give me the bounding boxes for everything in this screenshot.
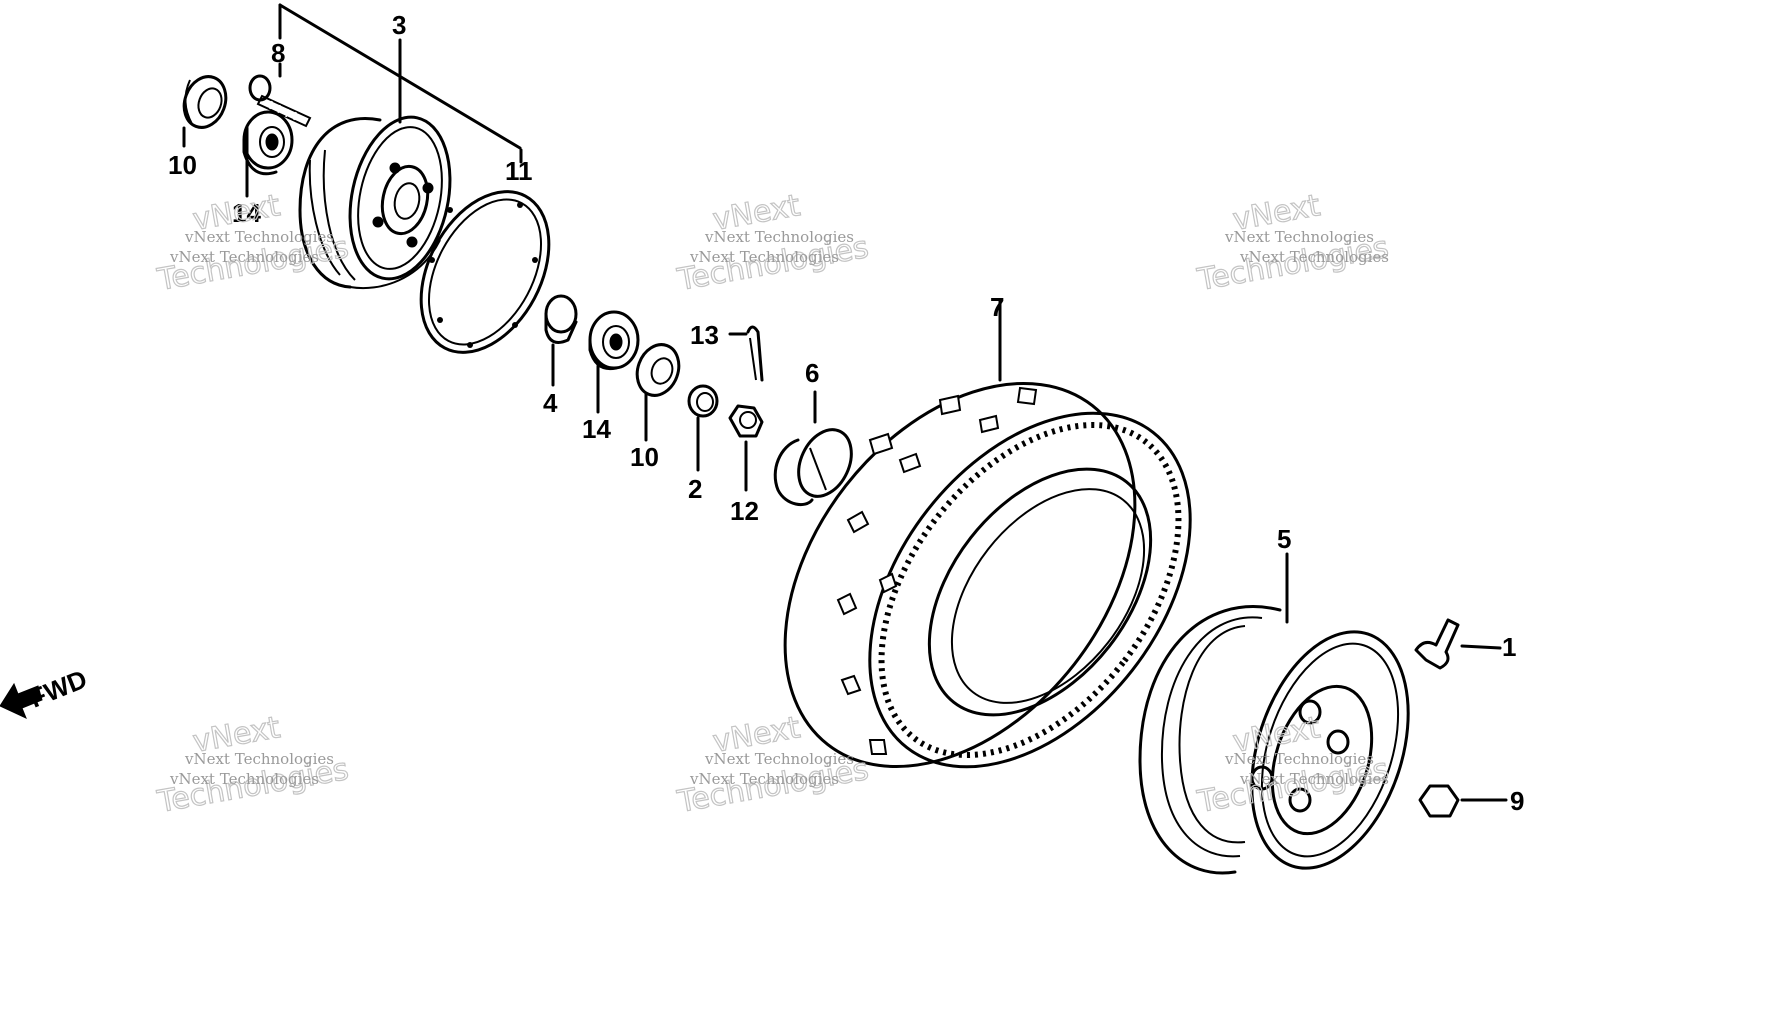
callout-12: 12 [730,496,759,526]
watermarks: vNext Technologies vNext Technologies vN… [154,188,1392,821]
callout-4: 4 [543,388,558,418]
part-10-oil-seal-upper [182,75,228,129]
bracket-lines-top [182,3,523,198]
callout-10-lower: 10 [630,442,659,472]
svg-text:vNext Technologies: vNext Technologies [1224,750,1374,768]
part-12-castle-nut [728,404,764,492]
part-14-bearing-upper [242,110,294,176]
svg-text:vNext Technologies: vNext Technologies [689,248,839,266]
callout-14-upper: 14 [232,198,261,228]
part-14-bearing-lower [588,310,640,414]
callout-11: 11 [505,156,533,186]
callout-8: 8 [271,38,285,68]
watermark-2: vNext Technologies vNext Technologies vN… [674,188,872,299]
part-6-spacer [773,390,853,507]
callout-9: 9 [1510,786,1524,816]
callout-7: 7 [990,292,1004,322]
svg-text:vNext Technologies: vNext Technologies [704,750,854,768]
part-11-o-ring [419,190,551,354]
svg-text:vNext Technologies: vNext Technologies [704,228,854,246]
svg-text:vNext Technologies: vNext Technologies [184,750,334,768]
svg-text:vNext Technologies: vNext Technologies [1239,770,1389,788]
part-1-valve-stem [1414,618,1502,670]
part-8-stud-bolt [248,74,312,128]
svg-text:vNext Technologies: vNext Technologies [1224,228,1374,246]
part-5-rim [1138,552,1410,875]
watermark-5: vNext Technologies vNext Technologies vN… [674,710,872,821]
fwd-label: FWD [25,664,91,714]
svg-text:vNext Technologies: vNext Technologies [1239,248,1389,266]
watermark-1: vNext Technologies vNext Technologies vN… [154,188,352,299]
watermark-6: vNext Technologies vNext Technologies vN… [1194,710,1392,821]
watermark-4: vNext Technologies vNext Technologies vN… [154,710,352,821]
watermark-3: vNext Technologies vNext Technologies vN… [1194,188,1392,299]
svg-text:vNext Technologies: vNext Technologies [184,228,334,246]
callout-10-upper: 10 [168,150,197,180]
callout-5: 5 [1277,524,1291,554]
svg-text:vNext Technologies: vNext Technologies [169,248,319,266]
part-9-wheel-nut [1418,784,1508,818]
callout-13: 13 [690,320,719,350]
callout-3: 3 [392,10,406,40]
part-3-hub-drum [298,115,452,289]
part-4-spacer [544,294,578,387]
callout-14-lower: 14 [582,414,611,444]
part-2-collar [687,384,719,472]
part-13-cotter-pin [728,325,764,382]
svg-text:vNext Technologies: vNext Technologies [169,770,319,788]
part-7-tire [783,298,1192,769]
callout-labels: 1 2 3 4 5 6 7 8 9 10 10 11 12 13 14 14 [168,10,1524,816]
svg-text:vNext Technologies: vNext Technologies [689,770,839,788]
fwd-arrow: FWD [0,664,91,719]
callout-2: 2 [688,474,702,504]
callout-1: 1 [1502,632,1516,662]
part-10-oil-seal-lower [635,343,681,442]
callout-6: 6 [805,358,819,388]
